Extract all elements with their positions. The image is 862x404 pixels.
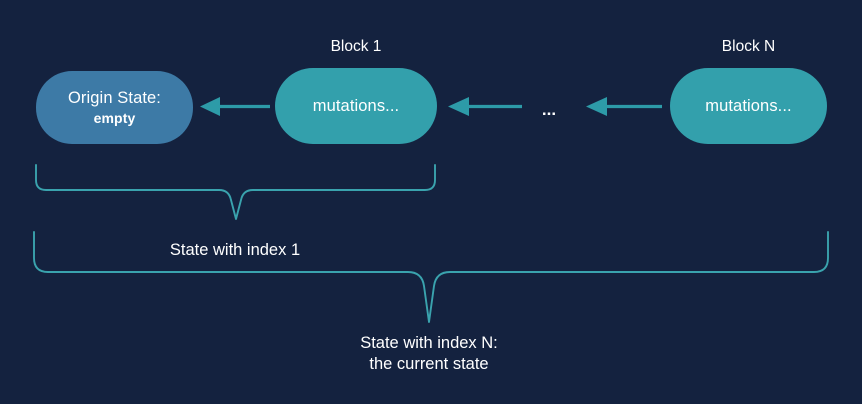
node-block-1[interactable]: mutations... — [275, 68, 437, 144]
brace-state-n-label-line-2: the current state — [369, 355, 489, 374]
brace-state-1 — [35, 164, 436, 220]
chain-ellipsis: ... — [541, 100, 557, 119]
brace-state-1-label: State with index 1 — [169, 241, 301, 259]
node-block-n[interactable]: mutations... — [670, 68, 827, 144]
node-origin-state-value: empty — [93, 109, 136, 126]
node-origin-state-title: Origin State: — [67, 88, 161, 107]
node-origin-state[interactable]: Origin State: empty — [36, 71, 193, 144]
arrow-block1-to-origin — [200, 97, 270, 116]
brace-state-n-label-line-1: State with index N: — [360, 334, 498, 352]
node-block-1-label: mutations... — [312, 96, 400, 115]
node-block-n-label: mutations... — [705, 96, 792, 115]
brace-state-n-label: State with index N: the current state — [229, 333, 629, 376]
block-n-caption: Block N — [721, 38, 776, 55]
block-1-caption: Block 1 — [330, 38, 382, 55]
arrow-mid-left — [448, 97, 522, 116]
arrow-blockn-to-mid — [586, 97, 662, 116]
